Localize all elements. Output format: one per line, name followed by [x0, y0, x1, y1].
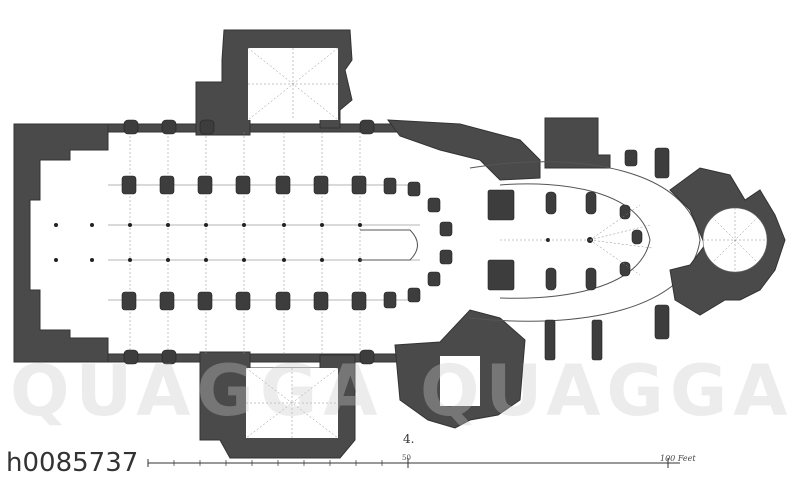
figure-number: 4. [403, 432, 415, 446]
south-transept-vault-ribs [245, 367, 339, 439]
nave-column-dots [54, 223, 593, 262]
north-buttresses [123, 119, 375, 135]
scale-bar [147, 458, 680, 468]
south-chapel-room [440, 356, 480, 406]
image-id-label: h0085737 [2, 448, 143, 478]
lady-chapel-ribs [703, 208, 767, 272]
ambulatory-outline [469, 161, 701, 322]
north-aisle-wall [107, 123, 401, 133]
west-facade-wall [13, 123, 109, 363]
facade-vestibule [42, 165, 82, 325]
scale-mid-label: 50 [402, 454, 411, 462]
nave-vault-ribs [129, 132, 361, 354]
north-choir-wall [386, 119, 541, 181]
north-tower [544, 117, 611, 169]
north-arcade-piers [121, 175, 397, 195]
south-buttresses [123, 349, 375, 365]
north-transept-vault-ribs [247, 47, 339, 121]
scale-unit-label: 100 Feet [660, 454, 696, 463]
nave-grid [108, 184, 420, 301]
south-aisle-wall [107, 353, 401, 363]
south-arcade-piers [121, 291, 397, 311]
choir-inner-arc [360, 229, 418, 261]
apse-outline [499, 183, 651, 299]
choir-piers [407, 147, 670, 361]
